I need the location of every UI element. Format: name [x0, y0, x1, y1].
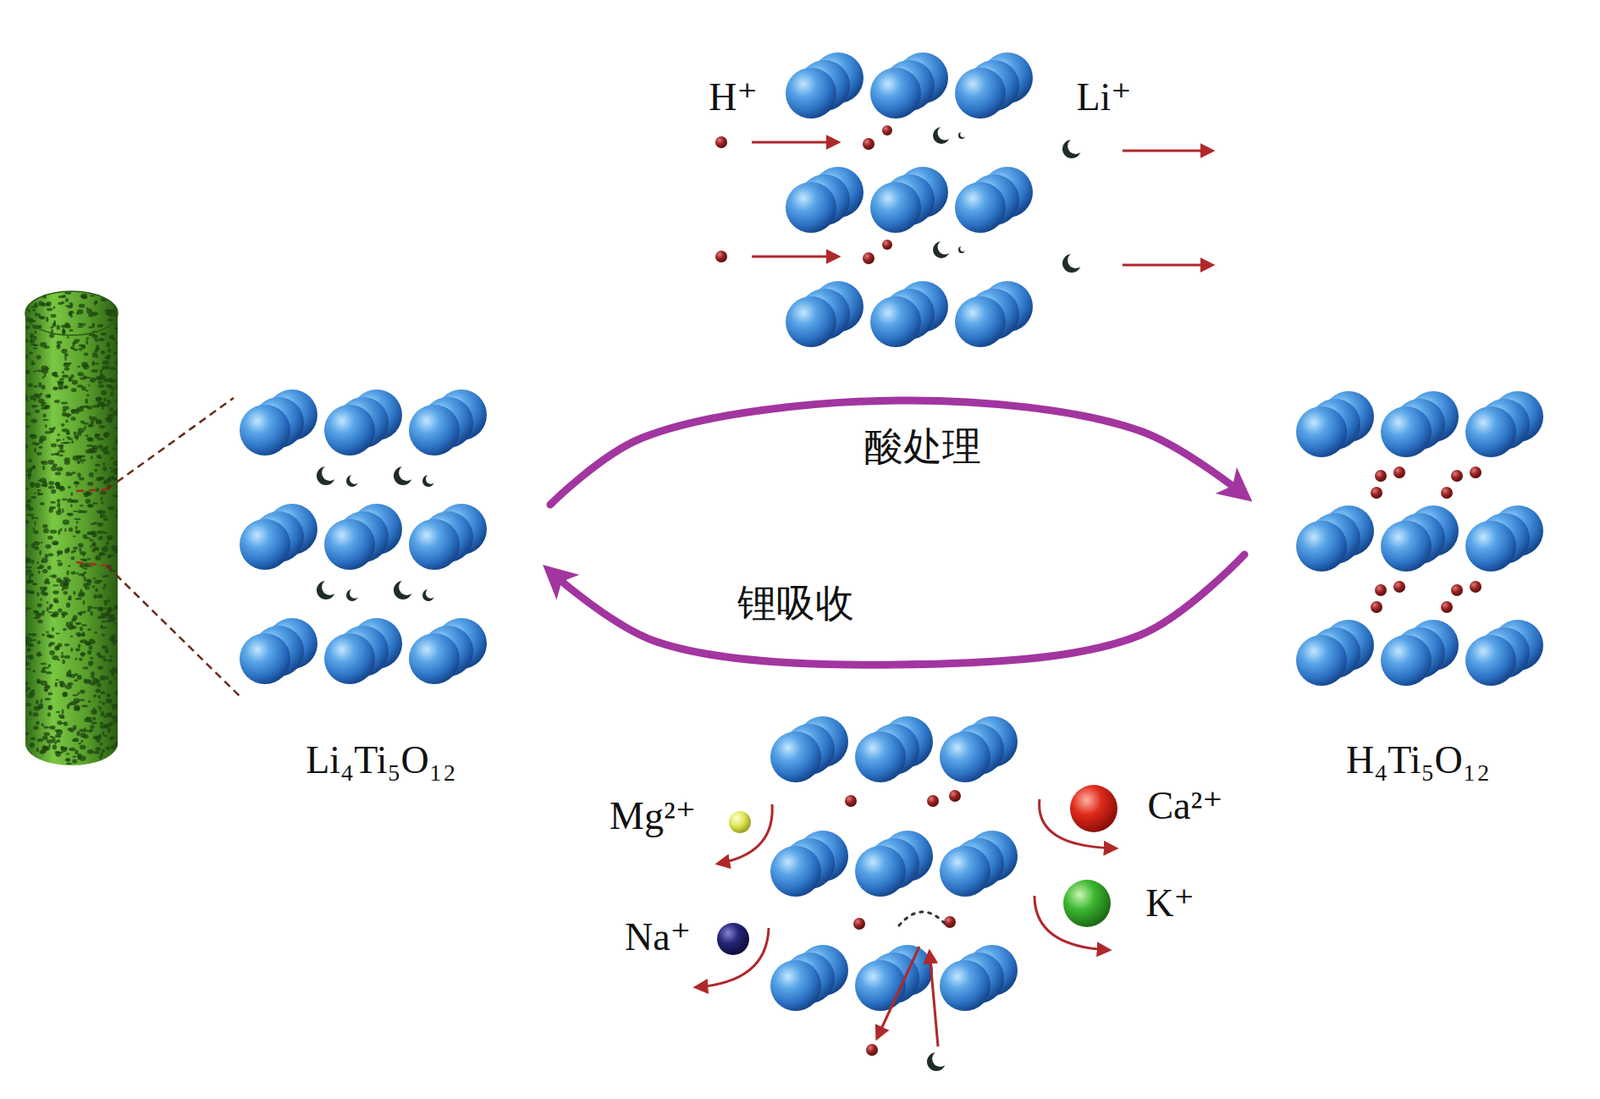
lithium-ion	[393, 579, 415, 600]
zoom-leader	[76, 397, 240, 696]
lithium-ion	[316, 579, 338, 600]
proton-dot	[1469, 580, 1482, 593]
lithium-ion	[393, 464, 415, 486]
ion-label: Mg²⁺	[609, 792, 696, 839]
ion-flow-arrow	[751, 141, 839, 144]
proton-dot	[882, 125, 893, 136]
lithium-ion	[422, 588, 436, 602]
lithium-ion	[1062, 137, 1084, 159]
lithium-ion	[926, 1050, 949, 1071]
hto-lattice	[1296, 391, 1544, 686]
proton-dot	[1374, 584, 1387, 596]
proton-dot	[853, 917, 866, 930]
rejection-arrows	[695, 799, 1116, 988]
process-label: 锂吸收	[737, 579, 855, 627]
ion-flow-arrow	[751, 255, 839, 259]
proton-dot	[1393, 466, 1406, 479]
structure-node: Li₄Ti₅O₁₂	[211, 372, 551, 784]
ion-flow-arrow	[1122, 264, 1213, 267]
proton-dot	[862, 252, 875, 265]
proton-dot	[1451, 584, 1463, 596]
exchange-lattice-uptake	[770, 716, 1018, 1071]
lithium-ion	[932, 125, 953, 144]
proton-dot	[1440, 486, 1453, 499]
proton-dot	[715, 250, 728, 263]
lithium-ion	[346, 588, 360, 602]
proton-dot	[1370, 601, 1383, 613]
lithium-ion	[958, 131, 966, 139]
lithium-ion	[1062, 252, 1084, 273]
cycle-arrow	[550, 400, 1245, 505]
ion-flow-arrow	[1034, 895, 1109, 950]
proton-dot	[862, 137, 875, 150]
ion-flow-arrow	[929, 951, 938, 1047]
potassium-ion	[1063, 879, 1111, 927]
exchange-lattice-acid	[715, 52, 1213, 348]
ion-flow-arrow	[695, 927, 769, 988]
calcium-ion	[1070, 784, 1118, 833]
ion-flow-arrow	[1122, 149, 1213, 153]
proton-dot	[943, 915, 956, 928]
nanotube-body	[25, 291, 118, 766]
vacancy-site	[899, 911, 947, 926]
ion-flow-arrow	[717, 804, 773, 864]
nanotube-rim	[25, 291, 118, 336]
proton-dot	[1374, 469, 1387, 482]
proton-dot	[1440, 601, 1453, 613]
compound-formula: Li₄Ti₅O₁₂	[211, 736, 551, 784]
ion-label: K⁺	[1145, 879, 1195, 927]
proton-dot	[926, 794, 939, 807]
structure-node: H₄Ti₅O₁₂	[1244, 372, 1592, 784]
compound-formula: H₄Ti₅O₁₂	[1244, 736, 1592, 784]
ion-flow-arrow	[1039, 799, 1116, 849]
sodium-ion	[717, 922, 750, 955]
lithium-ion	[346, 474, 360, 487]
magnesium-ion	[728, 811, 751, 834]
proton-dot	[1469, 466, 1482, 479]
ion-label: Na⁺	[624, 913, 691, 960]
lithium-ion	[422, 474, 436, 487]
proton-dot	[866, 1043, 878, 1056]
proton-dot	[844, 794, 857, 807]
lithium-ion	[316, 464, 338, 486]
proton-dot	[1451, 469, 1463, 482]
lto-lattice	[239, 389, 487, 685]
ion-label: Li⁺	[1075, 73, 1132, 121]
nanotube-texture	[21, 286, 123, 767]
process-label: 酸处理	[864, 423, 982, 470]
cycle-arrow	[550, 554, 1245, 665]
proton-dot	[882, 239, 893, 250]
ion-flow-arrow	[877, 946, 920, 1038]
ion-label: Ca²⁺	[1147, 782, 1223, 829]
lithium-ion	[932, 239, 953, 259]
proton-dot	[948, 789, 961, 802]
nanotube	[21, 286, 123, 767]
proton-dot	[1370, 486, 1383, 499]
ion-label: H⁺	[708, 73, 758, 121]
proton-dot	[715, 136, 728, 149]
lithium-ion	[958, 245, 966, 254]
proton-dot	[1393, 580, 1406, 593]
